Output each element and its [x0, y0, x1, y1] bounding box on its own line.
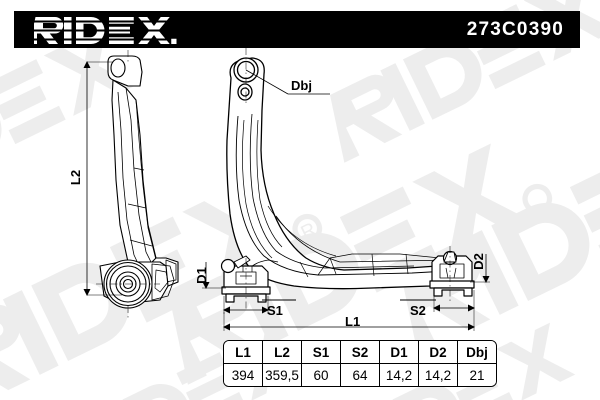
- header-bar: 273C0390: [14, 11, 580, 48]
- table-cell: 21: [457, 363, 496, 386]
- table-cell: 60: [301, 363, 340, 386]
- specification-table: L1 L2 S1 S2 D1 D2 Dbj 394 359,5 60 64 14…: [223, 340, 497, 387]
- table-cell: 14,2: [418, 363, 457, 386]
- table-header-cell: D2: [418, 341, 457, 363]
- table-header-cell: S2: [340, 341, 379, 363]
- dimension-label-Dbj: Dbj: [291, 78, 312, 93]
- part-number: 273C0390: [466, 19, 564, 40]
- front-view-right-bushing: [429, 250, 475, 297]
- side-view-profile: [99, 55, 179, 309]
- dimension-label-L2: L2: [68, 169, 84, 186]
- dimension-label-S2: S2: [410, 303, 426, 318]
- table-cell: 64: [340, 363, 379, 386]
- table-header-cell: S1: [301, 341, 340, 363]
- table-cell: 359,5: [262, 363, 301, 386]
- table-header-cell: Dbj: [457, 341, 496, 363]
- table-cell: 394: [224, 363, 262, 386]
- table-header-cell: L2: [262, 341, 301, 363]
- table-row: 394 359,5 60 64 14,2 14,2 21: [224, 363, 496, 386]
- ridex-logo-icon: [34, 17, 177, 44]
- dimension-label-L1: L1: [345, 314, 361, 329]
- table-header-cell: L1: [224, 341, 262, 363]
- front-view-control-arm: [226, 57, 469, 290]
- dimension-label-S1: S1: [267, 303, 283, 318]
- dimension-label-D1: D1: [193, 267, 209, 284]
- table-header-row: L1 L2 S1 S2 D1 D2 Dbj: [224, 341, 496, 363]
- table-header-cell: D1: [379, 341, 418, 363]
- table-cell: 14,2: [379, 363, 418, 386]
- dimension-label-D2: D2: [470, 253, 486, 270]
